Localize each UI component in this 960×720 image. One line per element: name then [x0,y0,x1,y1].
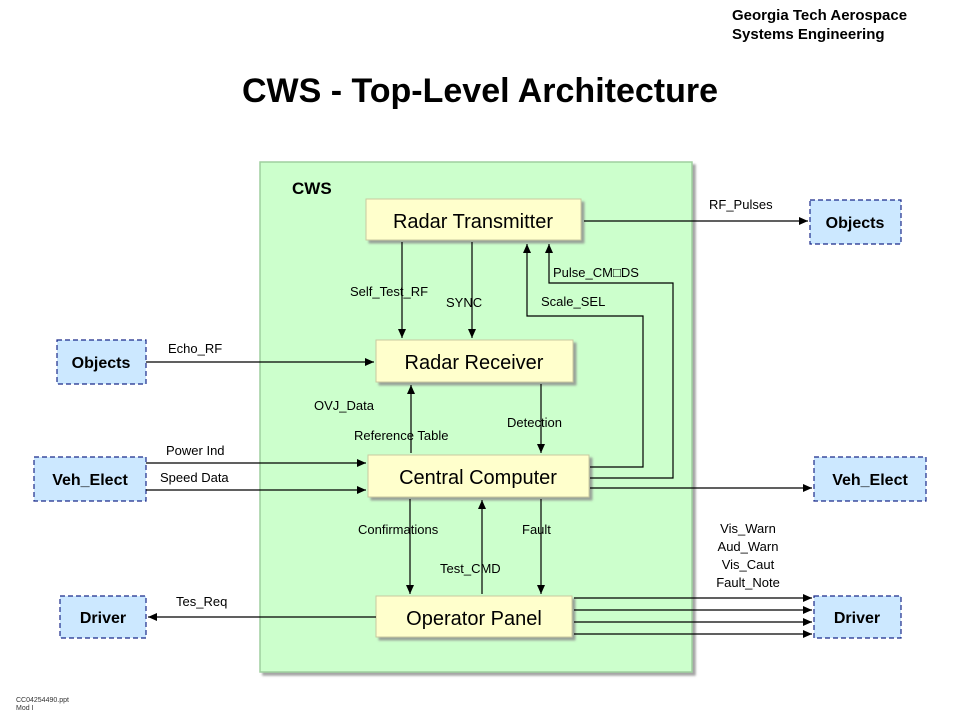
reference-table-label: Reference Table [354,428,448,443]
veh-elect-left-label: Veh_Elect [52,472,128,489]
fault-note-label: Fault_Note [716,575,780,590]
fault-label: Fault [522,522,551,537]
driver-left-external[interactable]: Driver [59,595,147,639]
aud-warn-label: Aud_Warn [718,539,779,554]
rf-pulses-label: RF_Pulses [709,197,773,212]
vis-caut-label: Vis_Caut [722,557,775,572]
radar-transmitter-block[interactable]: Radar Transmitter [365,198,582,241]
veh-elect-right-label: Veh_Elect [832,472,908,489]
cws-system-label: CWS [292,179,332,198]
organization-line-1: Georgia Tech Aerospace [732,7,908,24]
radar-transmitter-label: Radar Transmitter [393,211,553,233]
footer-line-1: CC04254490.ppt [16,697,69,704]
sync-label: SYNC [446,295,482,310]
driver-right-external[interactable]: Driver [813,595,902,639]
scale-sel-label: Scale_SEL [541,294,605,309]
operator-panel-block[interactable]: Operator Panel [375,595,573,638]
pulse-cmds-arrow [545,244,674,479]
central-computer-block[interactable]: Central Computer [367,454,590,498]
ovj-data-label: OVJ_Data [314,398,375,413]
objects-left-external[interactable]: Objects [56,339,147,385]
driver-right-label: Driver [834,610,880,627]
central-computer-label: Central Computer [399,467,557,489]
objects-right-label: Objects [826,215,885,232]
scale-sel-arrow [523,244,644,468]
self-test-rf-label: Self_Test_RF [350,284,428,299]
objects-left-label: Objects [72,355,131,372]
radar-receiver-block[interactable]: Radar Receiver [375,339,574,383]
objects-right-external[interactable]: Objects [809,199,902,245]
veh-elect-right-external[interactable]: Veh_Elect [813,456,927,502]
power-ind-label: Power Ind [166,443,225,458]
detection-label: Detection [507,415,562,430]
operator-panel-label: Operator Panel [406,608,542,630]
cws-system-boundary [259,161,693,673]
driver-left-label: Driver [80,610,126,627]
confirmations-label: Confirmations [358,522,439,537]
veh-elect-left-external[interactable]: Veh_Elect [33,456,147,502]
footer-note: CC04254490.ppt Mod I [16,697,69,713]
organization-label: Georgia Tech Aerospace Systems Engineeri… [732,6,907,44]
tes-req-label: Tes_Req [176,594,227,609]
pulse-cmds-label: Pulse_CM□DS [553,265,639,280]
footer-line-2: Mod I [16,705,34,712]
vis-warn-label: Vis_Warn [720,521,776,536]
page-title: CWS - Top-Level Architecture [241,72,719,110]
speed-data-label: Speed Data [160,470,229,485]
echo-rf-label: Echo_RF [168,341,222,356]
test-cmd-label: Test_CMD [440,561,501,576]
radar-receiver-label: Radar Receiver [405,352,544,374]
organization-line-2: Systems Engineering [732,26,885,43]
